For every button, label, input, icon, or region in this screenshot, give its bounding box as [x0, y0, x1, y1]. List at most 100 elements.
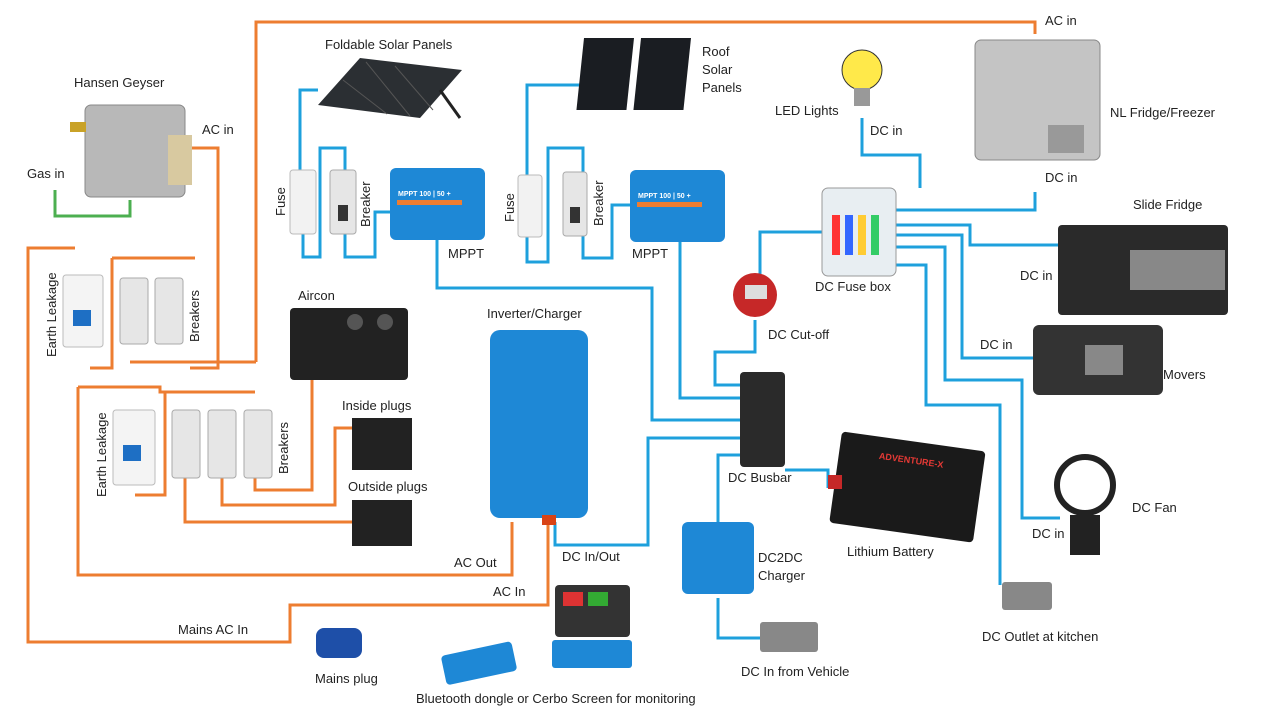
dc2dc-charger [682, 522, 754, 594]
dc-busbar [740, 372, 785, 467]
label-outside-plugs: Outside plugs [348, 479, 428, 494]
outside-plugs [352, 500, 412, 546]
label-movers: Movers [1163, 367, 1206, 382]
breakers-1 [119, 277, 184, 345]
dc-cut-off-switch [733, 273, 777, 317]
dc-line-cutoff-busbar [713, 320, 757, 387]
ac-line-outside-plugs [183, 478, 352, 524]
label-fuse-2: Fuse [502, 193, 517, 222]
label-nl-fridge: NL Fridge/Freezer [1110, 105, 1215, 120]
label-inverter: Inverter/Charger [487, 306, 582, 321]
roof-solar-panels [576, 38, 692, 110]
label-mppt-1: MPPT [448, 246, 485, 261]
breaker-2 [562, 171, 588, 237]
hansen-geyser [70, 104, 192, 198]
ac-line-el2 [135, 392, 167, 497]
label-mains-plug: Mains plug [315, 671, 378, 686]
vehicle-plug [760, 622, 818, 652]
dc-fan [1054, 454, 1116, 555]
label-mppt-2: MPPT [632, 246, 669, 261]
label-vehicle: DC In from Vehicle [741, 664, 850, 679]
dc-wiring [298, 83, 1060, 640]
dc-line-vehicle [716, 598, 760, 640]
dc-line-mppt1-busbar [435, 240, 740, 422]
label-led-lights: LED Lights [775, 103, 839, 118]
dc-line-fusebox-cutoff [758, 230, 822, 275]
dc-line-panel2-fuse [525, 83, 590, 264]
bluetooth-dongle [441, 641, 517, 685]
label-slide-fridge: Slide Fridge [1133, 197, 1203, 212]
dc-line-nl-fridge [895, 192, 1037, 212]
label-roof-panels-3: Panels [702, 80, 742, 95]
label-ac-in: AC In [493, 584, 526, 599]
label-led-dc-in: DC in [870, 123, 903, 138]
label-breaker-2: Breaker [591, 180, 606, 226]
inside-plugs [352, 418, 412, 470]
inverter-charger [490, 330, 588, 525]
fuse-1 [289, 169, 317, 235]
label-fridge-dc-in: DC in [1045, 170, 1078, 185]
dc-line-outlet [895, 263, 1002, 585]
ac-line-mains [26, 246, 550, 644]
dc-fuse-box [821, 187, 897, 277]
ac-line-ac-out-b [76, 387, 514, 577]
label-earth-leakage-2: Earth Leakage [94, 412, 109, 497]
ac-line-geyser [190, 146, 220, 370]
ac-line-aircon [253, 380, 314, 492]
label-gas-in: Gas in [27, 166, 65, 181]
dc-line-dc2dc [716, 453, 740, 522]
ac-line-breaker-group-1b [90, 258, 114, 370]
ac-line-ac-out [78, 385, 255, 394]
dc-line-mppt2-busbar [678, 240, 740, 400]
label-slide-dc-in: DC in [1020, 268, 1053, 283]
label-fan-dc-in: DC in [1032, 526, 1065, 541]
ac-wiring [26, 20, 1037, 644]
dc-outlet-plug [1002, 582, 1052, 610]
mppt-1-model-text: MPPT 100 | 50 + [398, 191, 451, 198]
slide-fridge [1058, 225, 1228, 315]
label-foldable-panels: Foldable Solar Panels [325, 37, 453, 52]
gas-line [53, 190, 132, 218]
label-busbar: DC Busbar [728, 470, 792, 485]
label-battery: Lithium Battery [847, 544, 934, 559]
earth-leakage-2 [112, 409, 156, 486]
mppt-2: MPPT 100 | 50 + [630, 170, 725, 242]
label-breakers-2: Breakers [276, 421, 291, 474]
label-monitoring: Bluetooth dongle or Cerbo Screen for mon… [416, 691, 696, 706]
label-inside-plugs: Inside plugs [342, 398, 412, 413]
cerbo-screen [552, 585, 632, 668]
label-geyser-ac-in: AC in [202, 122, 234, 137]
foldable-solar-panel [318, 58, 462, 119]
label-fuse-1: Fuse [273, 187, 288, 216]
lithium-battery: ADVENTURE-X [828, 431, 986, 543]
earth-leakage-1 [62, 274, 104, 348]
label-roof-panels-1: Roof [702, 44, 730, 59]
label-dc2dc-1: DC2DC [758, 550, 803, 565]
mppt-1: MPPT 100 | 50 + [390, 168, 485, 240]
label-fan: DC Fan [1132, 500, 1177, 515]
dc-line-slide-fridge [895, 223, 1060, 247]
label-fridge-ac-in: AC in [1045, 13, 1077, 28]
label-fuse-box: DC Fuse box [815, 279, 891, 294]
label-breakers-1: Breakers [187, 289, 202, 342]
label-earth-leakage-1: Earth Leakage [44, 272, 59, 357]
label-dc-in-out: DC In/Out [562, 549, 620, 564]
movers [1033, 325, 1163, 395]
nl-fridge [974, 39, 1101, 161]
label-breaker-1: Breaker [358, 181, 373, 227]
label-ac-out: AC Out [454, 555, 497, 570]
label-dc2dc-2: Charger [758, 568, 805, 583]
ac-line-fridge [254, 20, 1037, 362]
dc-line-inverter [553, 436, 740, 547]
dc-line-breaker2-mppt2 [581, 203, 630, 260]
label-mains-ac-in: Mains AC In [178, 622, 249, 637]
dc-line-panel1-fuse [298, 88, 318, 172]
breaker-1 [329, 169, 357, 235]
label-aircon: Aircon [298, 288, 335, 303]
dc-line-breaker1-mppt1 [343, 210, 392, 259]
dc-line-fan [895, 245, 1060, 520]
label-cut-off: DC Cut-off [768, 327, 830, 342]
fuse-2 [517, 174, 543, 238]
